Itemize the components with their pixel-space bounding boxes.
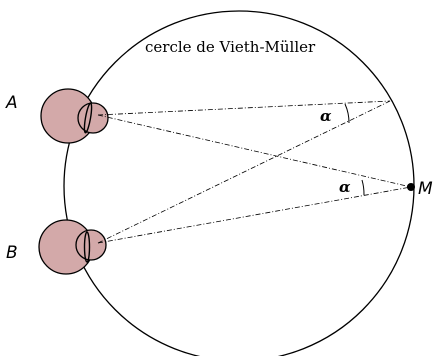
- sight-line-a-to-top: [97, 100, 391, 116]
- angle-arc-upper: [344, 103, 350, 124]
- sight-line-b-to-m: [97, 186, 412, 244]
- point-label-m: M: [418, 179, 433, 199]
- angle-label-upper: α: [320, 107, 332, 125]
- point-label-b: B: [6, 243, 18, 263]
- sight-line-a-to-m: [97, 114, 412, 188]
- eye-a-lens: [83, 102, 93, 134]
- sight-lines: [97, 100, 412, 244]
- eye-b: [38, 219, 107, 275]
- eye-b-lens: [83, 231, 91, 263]
- point-label-a: A: [5, 93, 18, 113]
- sight-line-b-to-top: [97, 100, 391, 244]
- eye-a: [40, 88, 109, 144]
- vieth-muller-circle: [63, 10, 415, 356]
- eye-a-cornea: [77, 102, 109, 134]
- eye-b-cornea: [75, 229, 107, 261]
- circle-label: cercle de Vieth-Müller: [145, 38, 316, 56]
- angle-arc-lower: [361, 179, 365, 196]
- fixation-point: [407, 183, 415, 191]
- angle-label-lower: α: [339, 178, 351, 196]
